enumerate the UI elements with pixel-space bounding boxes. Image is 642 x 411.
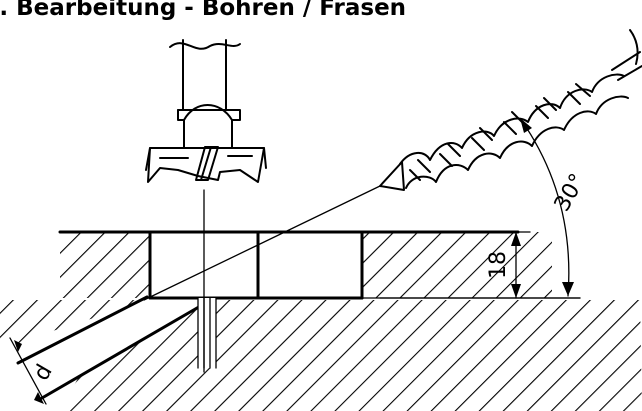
angle-label: 30° xyxy=(550,170,591,216)
page-title: z. Bearbeitung - Bohren / Fräsen xyxy=(0,0,407,21)
forstner-bit xyxy=(145,39,267,183)
thickness-label: 18 xyxy=(486,251,511,279)
counterbore-pocket xyxy=(148,230,364,300)
vertical-hole xyxy=(197,297,217,369)
thickness-dimension: 18 xyxy=(486,231,531,299)
angled-bore xyxy=(16,295,218,400)
twist-drill xyxy=(143,29,642,301)
